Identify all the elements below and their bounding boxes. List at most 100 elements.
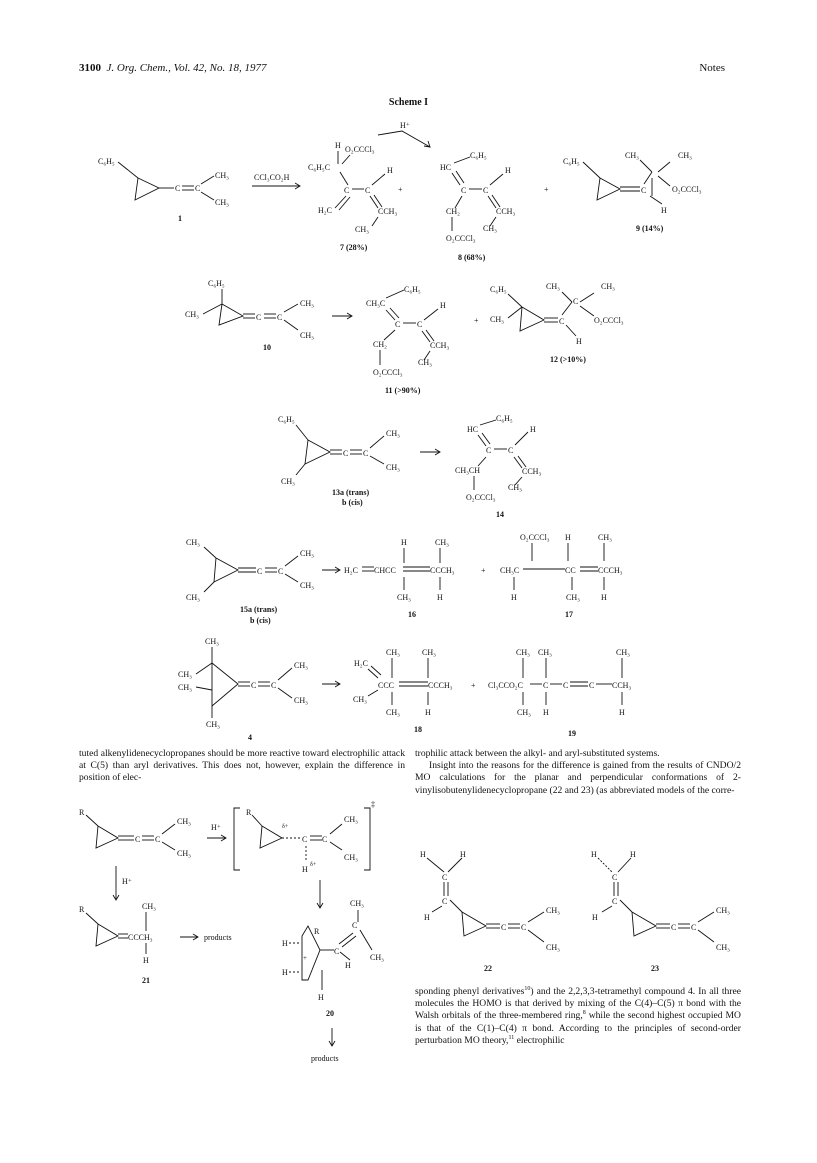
- svg-text:+: +: [481, 566, 486, 575]
- label-compound-23: 23: [651, 964, 659, 973]
- svg-text:C: C: [322, 835, 327, 844]
- svg-text:CCC: CCC: [378, 681, 394, 690]
- svg-text:C: C: [612, 897, 617, 906]
- label-compound-13b: b (cis): [342, 498, 363, 507]
- svg-text:CH₃: CH₃: [142, 902, 156, 911]
- products-label-bottom: products: [311, 1054, 339, 1063]
- journal-citation: J. Org. Chem., Vol. 42, No. 18, 1977: [106, 62, 267, 74]
- label-compound-7: 7 (28%): [340, 243, 368, 252]
- label-compound-11: 11 (>90%): [385, 386, 421, 395]
- svg-text:CH₃: CH₃: [177, 817, 191, 826]
- svg-text:CH₃: CH₃: [206, 720, 220, 729]
- svg-text:H⁺: H⁺: [122, 877, 132, 886]
- structure-22: H H C C H C C CH₃ CH₃ 22: [420, 850, 560, 973]
- svg-text:CH₃: CH₃: [435, 538, 449, 547]
- svg-text:CH₃: CH₃: [185, 310, 199, 319]
- svg-text:δ+: δ+: [310, 862, 317, 868]
- svg-text:C: C: [612, 873, 617, 882]
- svg-text:CH₃: CH₃: [215, 198, 229, 207]
- svg-text:CCCH₃: CCCH₃: [430, 566, 455, 575]
- svg-text:C: C: [251, 681, 256, 690]
- svg-text:C: C: [277, 313, 282, 322]
- svg-text:C: C: [257, 567, 262, 576]
- svg-text:H₂C: H₂C: [354, 659, 368, 668]
- svg-text:H₂C: H₂C: [318, 206, 332, 215]
- transition-state: R δ+ C C CH₃ CH₃ H δ+ ‡: [233, 800, 375, 874]
- svg-text:H: H: [591, 850, 597, 859]
- svg-text:H: H: [619, 708, 625, 717]
- svg-text:R: R: [79, 905, 85, 914]
- svg-text:CH₃: CH₃: [178, 670, 192, 679]
- svg-text:+: +: [544, 185, 549, 194]
- svg-text:CCCH₃: CCCH₃: [428, 681, 453, 690]
- svg-text:CCH₃: CCH₃: [378, 207, 397, 216]
- svg-text:+: +: [303, 954, 307, 962]
- svg-text:C: C: [302, 835, 307, 844]
- svg-text:C: C: [543, 681, 548, 690]
- svg-text:C: C: [155, 835, 160, 844]
- mechanism-arrow-down-left: H⁺: [112, 866, 132, 901]
- svg-text:C: C: [175, 184, 180, 193]
- label-compound-21: 21: [142, 976, 150, 985]
- svg-text:HC: HC: [440, 163, 451, 172]
- svg-text:CH₂: CH₂: [373, 340, 387, 349]
- label-compound-15a: 15a (trans): [240, 605, 277, 614]
- right-column-text-top: trophilic attack between the alkyl- and …: [415, 748, 741, 797]
- svg-text:C: C: [395, 320, 400, 329]
- svg-text:O₂CCCl₃: O₂CCCl₃: [373, 368, 403, 377]
- svg-text:CH₃: CH₃: [386, 463, 400, 472]
- svg-text:CH₃: CH₃: [566, 593, 580, 602]
- svg-text:H: H: [401, 538, 407, 547]
- svg-text:C: C: [442, 873, 447, 882]
- svg-text:C: C: [352, 921, 357, 930]
- svg-text:C: C: [442, 897, 447, 906]
- svg-text:CHCC: CHCC: [374, 566, 396, 575]
- svg-text:CH₃: CH₃: [598, 533, 612, 542]
- svg-text:H: H: [345, 961, 351, 970]
- label-compound-9: 9 (14%): [636, 224, 664, 233]
- svg-text:C₆H₅: C₆H₅: [490, 285, 507, 294]
- svg-text:C: C: [271, 681, 276, 690]
- structure-16: H CH₃ H₂C CHCC CCCH₃ CH₃ H 16: [344, 538, 455, 619]
- svg-text:H: H: [387, 166, 393, 175]
- svg-text:C: C: [343, 449, 348, 458]
- svg-text:C₆H₅: C₆H₅: [208, 279, 225, 288]
- svg-text:H: H: [565, 533, 571, 542]
- label-compound-4: 4: [248, 733, 252, 742]
- reference-11: 11: [508, 1034, 515, 1041]
- svg-text:C: C: [365, 186, 370, 195]
- svg-text:C: C: [417, 320, 422, 329]
- svg-text:C: C: [559, 317, 564, 326]
- svg-text:CH₃: CH₃: [397, 593, 411, 602]
- svg-text:+: +: [398, 185, 403, 194]
- reference-8: 8: [582, 1010, 586, 1017]
- svg-text:CH₃: CH₃: [422, 648, 436, 657]
- scheme-title: Scheme I: [388, 97, 429, 108]
- svg-text:O₂CCCl₃: O₂CCCl₃: [466, 493, 496, 502]
- svg-text:H: H: [530, 425, 536, 434]
- svg-text:C: C: [573, 297, 578, 306]
- right-column-text-bottom: sponding phenyl derivatives10) and the 2…: [415, 986, 741, 1047]
- label-compound-17: 17: [565, 610, 573, 619]
- svg-text:C: C: [256, 313, 261, 322]
- svg-text:CH₃: CH₃: [344, 853, 358, 862]
- svg-text:CH₃: CH₃: [294, 696, 308, 705]
- svg-text:CH₃: CH₃: [546, 906, 560, 915]
- svg-text:CCH₃: CCH₃: [496, 207, 515, 216]
- structure-20: H H + R C H H C CH₃ CH₃ 20: [282, 899, 384, 1018]
- svg-text:CH₃: CH₃: [516, 648, 530, 657]
- mechanism-start: R C C CH₃ CH₃: [79, 808, 191, 858]
- label-compound-8: 8 (68%): [458, 253, 486, 262]
- reference-10: 10: [524, 985, 531, 992]
- svg-text:+: +: [471, 681, 476, 690]
- svg-text:CH₃: CH₃: [344, 815, 358, 824]
- svg-text:CH₃: CH₃: [300, 581, 314, 590]
- svg-text:C₆H₅: C₆H₅: [563, 157, 580, 166]
- svg-text:H: H: [505, 166, 511, 175]
- svg-text:C: C: [501, 923, 506, 932]
- svg-text:C: C: [334, 947, 339, 956]
- svg-text:C: C: [135, 835, 140, 844]
- svg-text:CH₃CH: CH₃CH: [455, 466, 480, 475]
- svg-text:CCH₃: CCH₃: [612, 681, 631, 690]
- svg-text:H⁺: H⁺: [211, 823, 221, 832]
